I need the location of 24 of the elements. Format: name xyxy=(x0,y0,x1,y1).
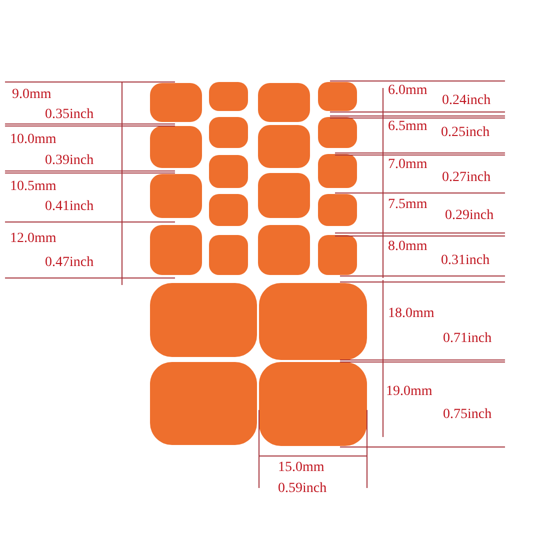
dimension-label: 8.0mm xyxy=(388,239,428,255)
dimension-label: 0.24inch xyxy=(442,93,491,109)
dimension-label: 0.75inch xyxy=(443,407,492,423)
dimension-label: 0.29inch xyxy=(445,208,494,224)
dimension-label: 0.25inch xyxy=(441,125,490,141)
dimension-label: 0.47inch xyxy=(45,255,94,271)
dimension-label: 9.0mm xyxy=(12,87,52,103)
dimension-label: 0.35inch xyxy=(45,107,94,123)
dimension-label: 19.0mm xyxy=(386,384,432,400)
dimension-label: 18.0mm xyxy=(388,306,434,322)
dimension-label: 0.39inch xyxy=(45,153,94,169)
dimension-label: 0.41inch xyxy=(45,199,94,215)
dimension-label: 12.0mm xyxy=(10,231,56,247)
dimension-label: 0.71inch xyxy=(443,331,492,347)
dimension-label: 7.0mm xyxy=(388,157,428,173)
dimension-label: 0.27inch xyxy=(442,170,491,186)
dimension-label: 0.31inch xyxy=(441,253,490,269)
dimension-label: 10.5mm xyxy=(10,179,56,195)
dimension-label: 6.5mm xyxy=(388,119,428,135)
dimension-label: 0.59inch xyxy=(278,481,327,497)
dimension-label: 10.0mm xyxy=(10,132,56,148)
dimension-label: 15.0mm xyxy=(278,460,324,476)
dimension-label: 7.5mm xyxy=(388,197,428,213)
dimension-label: 6.0mm xyxy=(388,83,428,99)
